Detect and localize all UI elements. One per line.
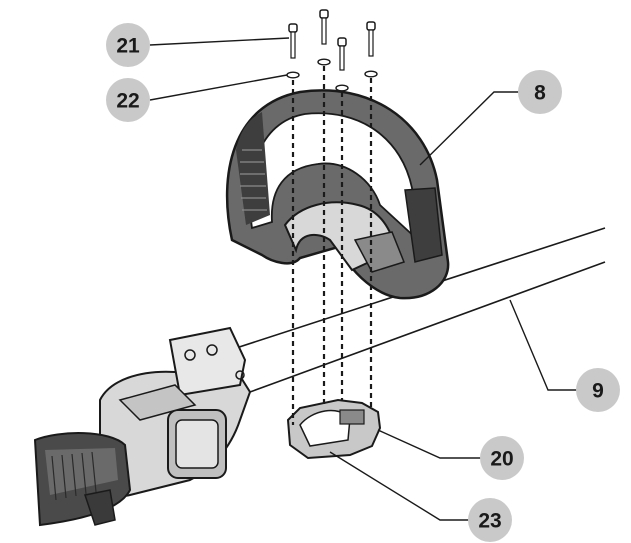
lower-clamp bbox=[286, 398, 382, 460]
screw-2 bbox=[319, 9, 329, 45]
callout-21: 21 bbox=[106, 23, 150, 67]
callout-22: 22 bbox=[106, 78, 150, 122]
rear-grip bbox=[33, 432, 132, 527]
washer-1 bbox=[286, 71, 300, 79]
callout-20: 20 bbox=[480, 436, 524, 480]
callout-21-label: 21 bbox=[116, 35, 140, 58]
motor-housing bbox=[98, 326, 252, 497]
callout-22-label: 22 bbox=[116, 90, 139, 113]
callout-20-label: 20 bbox=[490, 448, 513, 471]
callout-8-label: 8 bbox=[534, 82, 546, 105]
screws bbox=[288, 9, 376, 71]
washers bbox=[286, 58, 378, 92]
callout-23: 23 bbox=[468, 498, 512, 542]
screw-4 bbox=[366, 21, 376, 57]
callout-8: 8 bbox=[518, 70, 562, 114]
washer-3 bbox=[335, 84, 349, 92]
callout-23-label: 23 bbox=[478, 510, 501, 533]
screw-1 bbox=[288, 23, 298, 59]
washer-2 bbox=[317, 58, 331, 66]
assembly-dashed-lines bbox=[291, 66, 373, 425]
washer-4 bbox=[364, 70, 378, 78]
screw-3 bbox=[337, 37, 347, 71]
front-handle bbox=[225, 89, 450, 300]
callout-9-label: 9 bbox=[592, 380, 604, 403]
leader-lines bbox=[149, 37, 580, 521]
callout-9: 9 bbox=[576, 368, 620, 412]
